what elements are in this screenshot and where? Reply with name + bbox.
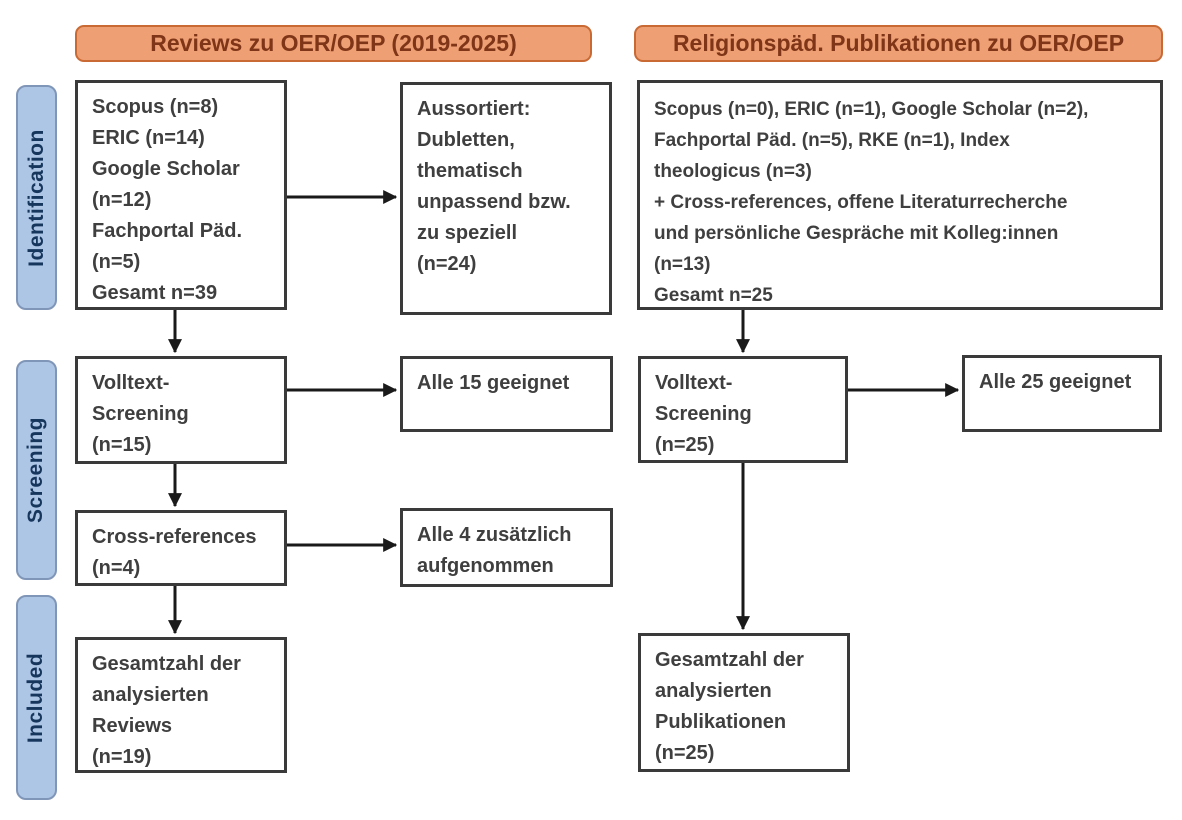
stage-label-identification: Identification <box>16 85 57 310</box>
box-reviews-total: Gesamtzahl der analysierten Reviews (n=1… <box>75 637 287 773</box>
box-reviews-added: Alle 4 zusätzlich aufgenommen <box>400 508 613 587</box>
box-reviews-sources-text: Scopus (n=8) ERIC (n=14) Google Scholar … <box>92 96 243 304</box>
box-relpaed-eligible: Alle 25 geeignet <box>962 355 1162 432</box>
stage-label-screening-text: Screening <box>24 416 48 524</box>
box-reviews-fulltext-screening-text: Volltext- Screening (n=15) <box>92 372 189 456</box>
box-reviews-crossreferences: Cross-references (n=4) <box>75 510 287 586</box>
stage-label-included-text: Included <box>24 652 48 743</box>
box-relpaed-total-text: Gesamtzahl der analysierten Publikatione… <box>655 649 804 764</box>
box-relpaed-eligible-text: Alle 25 geeignet <box>979 371 1132 393</box>
column-header-religionspaed-label: Religionspäd. Publikationen zu OER/OEP <box>672 30 1125 56</box>
stage-label-identification-text: Identification <box>24 128 48 267</box>
box-relpaed-sources-text: Scopus (n=0), ERIC (n=1), Google Scholar… <box>654 99 1089 306</box>
box-reviews-fulltext-screening: Volltext- Screening (n=15) <box>75 356 287 464</box>
column-header-reviews-label: Reviews zu OER/OEP (2019-2025) <box>150 30 517 56</box>
box-relpaed-fulltext-screening-text: Volltext- Screening (n=25) <box>655 372 752 456</box>
column-header-religionspaed: Religionspäd. Publikationen zu OER/OEP <box>634 25 1163 62</box>
column-header-reviews: Reviews zu OER/OEP (2019-2025) <box>75 25 592 62</box>
stage-label-included: Included <box>16 595 57 800</box>
box-reviews-excluded: Aussortiert: Dubletten, thematisch unpas… <box>400 82 612 315</box>
box-reviews-excluded-text: Aussortiert: Dubletten, thematisch unpas… <box>417 98 571 275</box>
box-reviews-eligible: Alle 15 geeignet <box>400 356 613 432</box>
box-reviews-crossreferences-text: Cross-references (n=4) <box>92 526 257 579</box>
box-relpaed-total: Gesamtzahl der analysierten Publikatione… <box>638 633 850 772</box>
box-reviews-sources: Scopus (n=8) ERIC (n=14) Google Scholar … <box>75 80 287 310</box>
box-reviews-added-text: Alle 4 zusätzlich aufgenommen <box>417 524 572 577</box>
box-relpaed-sources: Scopus (n=0), ERIC (n=1), Google Scholar… <box>637 80 1163 310</box>
box-reviews-eligible-text: Alle 15 geeignet <box>417 372 570 394</box>
stage-label-screening: Screening <box>16 360 57 580</box>
box-relpaed-fulltext-screening: Volltext- Screening (n=25) <box>638 356 848 463</box>
box-reviews-total-text: Gesamtzahl der analysierten Reviews (n=1… <box>92 653 241 768</box>
